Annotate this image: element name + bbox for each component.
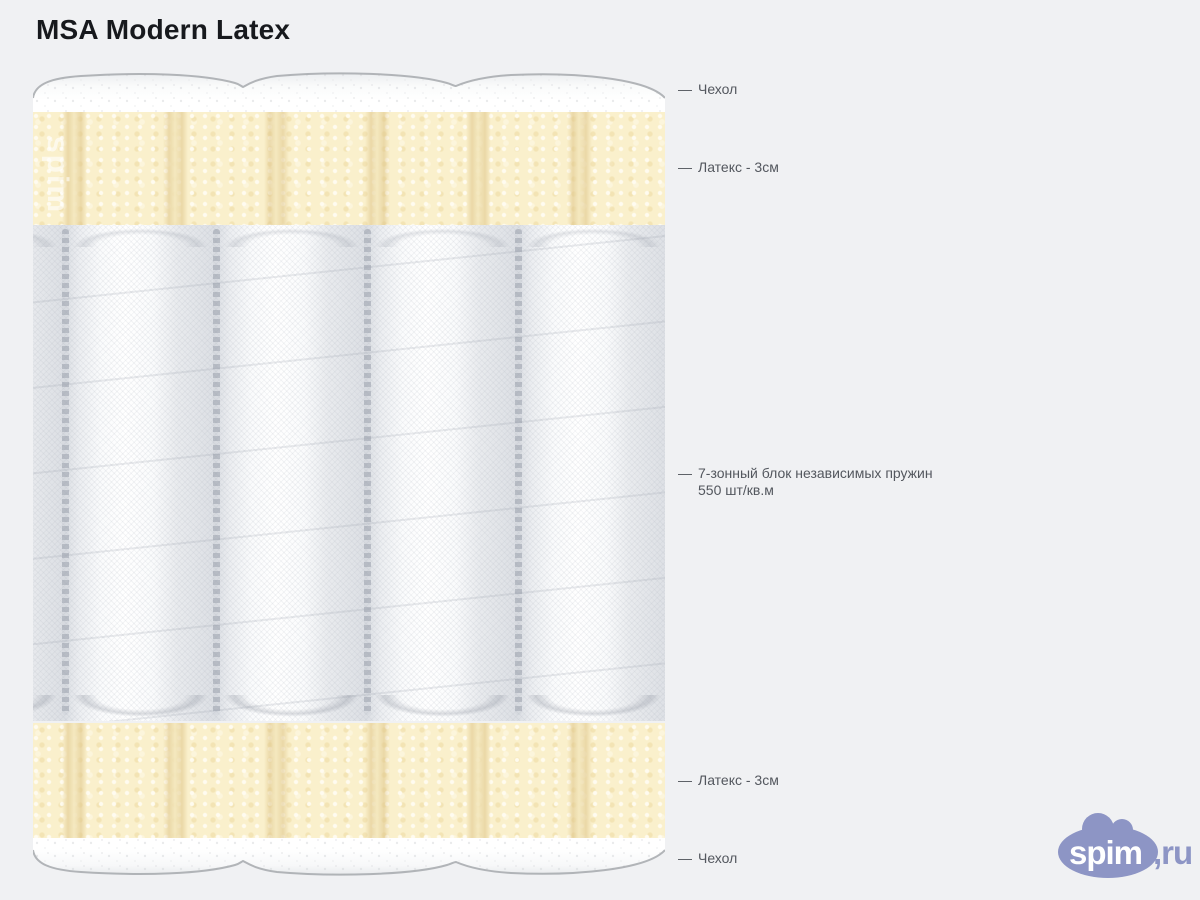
spim-ru-logo: spim ,ru xyxy=(1058,813,1193,878)
spring-seam-stitching xyxy=(364,229,371,715)
cover-top-outline xyxy=(33,72,665,99)
leader-dash: — xyxy=(678,81,692,97)
layer-label-text: 7-зонный блок независимых пружин 550 шт/… xyxy=(698,465,933,498)
leader-dash: — xyxy=(678,850,692,866)
cover-bottom-outline xyxy=(33,849,665,876)
leader-dash: — xyxy=(678,465,692,481)
logo-brand-text: spim xyxy=(1069,834,1142,871)
layer-label-cover-top: — Чехол xyxy=(678,81,950,98)
layer-label-latex-bottom: — Латекс - 3см xyxy=(678,772,950,789)
brand-watermark: spim xyxy=(41,135,74,215)
page-title: MSA Modern Latex xyxy=(36,14,291,45)
leader-dash: — xyxy=(678,159,692,175)
layer-label-text: Латекс - 3см xyxy=(698,772,779,788)
spring-seam-stitching xyxy=(62,229,69,715)
cover-bottom-layer xyxy=(33,838,665,876)
mattress-cross-section: spim xyxy=(33,70,665,878)
spring-seam-stitching xyxy=(213,229,220,715)
latex-top-layer: spim xyxy=(33,112,665,225)
layer-label-latex-top: — Латекс - 3см xyxy=(678,159,950,176)
layer-label-text: Чехол xyxy=(698,850,738,866)
logo-suffix-text: ,ru xyxy=(1153,834,1192,871)
cover-top-layer xyxy=(33,72,665,112)
leader-dash: — xyxy=(678,772,692,788)
logo-cloud-shape xyxy=(1058,813,1158,878)
spring-block-layer xyxy=(33,225,665,721)
layer-label-spring-block: — 7-зонный блок независимых пружин 550 ш… xyxy=(678,465,950,499)
spring-seam-stitching xyxy=(515,229,522,715)
latex-bottom-layer xyxy=(33,723,665,838)
layer-label-text: Латекс - 3см xyxy=(698,159,779,175)
layer-label-cover-bottom: — Чехол xyxy=(678,850,950,867)
layer-label-text: Чехол xyxy=(698,81,738,97)
